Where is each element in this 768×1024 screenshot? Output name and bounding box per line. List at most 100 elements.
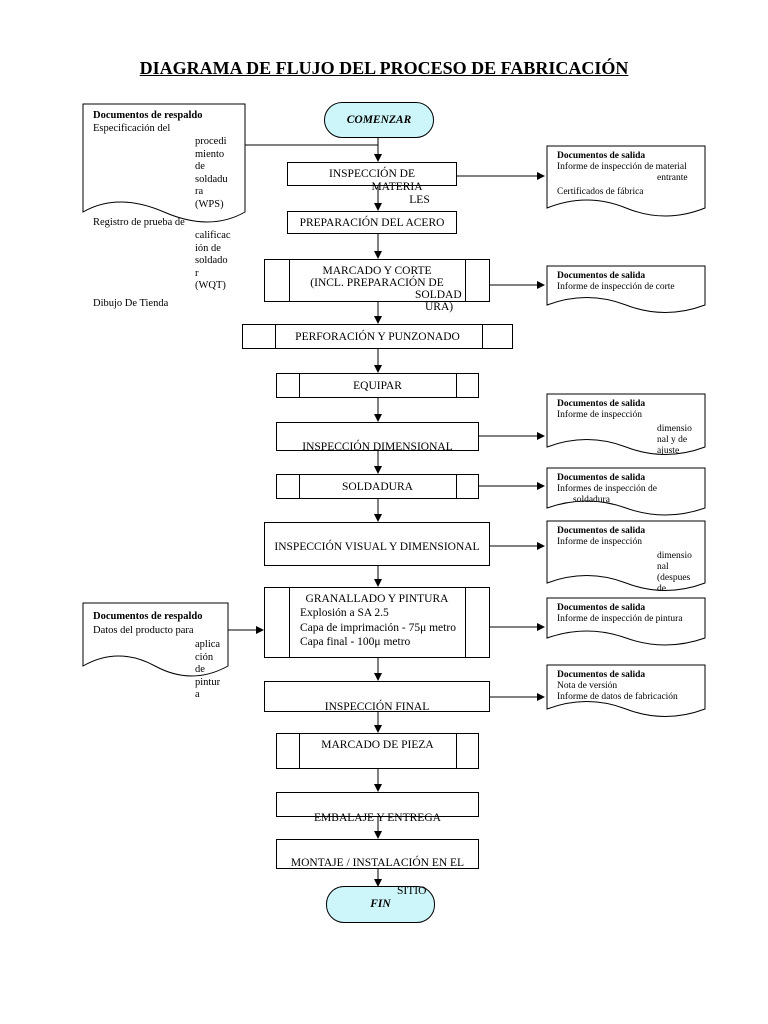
text-line: Informe de inspección: [557, 537, 642, 547]
step-label: (INCL. PREPARACIÓN DE: [310, 277, 444, 289]
step-label: INSPECCIÓN DIMENSIONAL: [302, 441, 453, 453]
start-terminal: COMENZAR: [324, 102, 434, 138]
text-line: Informe de datos de fabricación: [557, 692, 678, 702]
step-perforacion: PERFORACIÓN Y PUNZONADO: [242, 324, 513, 349]
output-doc-heading: Documentos de salida: [557, 526, 646, 536]
end-terminal: FIN: [326, 886, 435, 923]
step-detail: Explosión a SA 2.5: [300, 607, 389, 619]
input-doc-line: Datos del producto para: [93, 625, 194, 636]
text-line: miento: [195, 148, 225, 160]
output-doc-heading: Documentos de salida: [557, 151, 646, 161]
text-line: ción: [195, 651, 214, 663]
output-doc-7-shape: [546, 664, 706, 717]
text-line: Informe de inspección de corte: [557, 282, 675, 292]
text-line: calificac: [195, 230, 231, 241]
step-label: EQUIPAR: [353, 380, 402, 392]
text-line: Certificados de fábrica: [557, 187, 644, 197]
step-montaje: MONTAJE / INSTALACIÓN EN EL SITIO: [276, 839, 479, 897]
output-doc-5: Documentos de salida Informe de inspecci…: [557, 526, 703, 595]
text-line: dimensio: [657, 424, 692, 434]
text-line: ión de: [195, 242, 221, 254]
step-marcado-corte: MARCADO Y CORTE (INCL. PREPARACIÓN DE SO…: [264, 259, 490, 313]
output-doc-2: Documentos de salida Informe de inspecci…: [557, 271, 703, 293]
text-line: de: [195, 161, 205, 172]
text-line: ajuste: [657, 446, 680, 456]
step-label: MONTAJE / INSTALACIÓN EN EL: [290, 857, 465, 869]
input-doc-rest: aplica ción de pintur a: [195, 639, 220, 702]
input-doc-wqt: calificac ión de soldado r (WQT): [195, 230, 231, 293]
output-doc-heading: Documentos de salida: [557, 670, 646, 680]
text-line: Nota de versión: [557, 681, 618, 691]
step-label: SOLDAD: [415, 289, 462, 301]
step-label: PERFORACIÓN Y PUNZONADO: [295, 331, 460, 343]
output-doc-1-shape: [546, 145, 706, 217]
input-doc-bottom: Documentos de respaldo: [93, 611, 202, 624]
step-granallado-pintura: GRANALLADO Y PINTURA Explosión a SA 2.5 …: [264, 587, 490, 658]
text-line: Informes de inspección de: [557, 484, 657, 494]
step-label: URA): [425, 301, 454, 313]
step-label: GRANALLADO Y PINTURA: [305, 593, 449, 605]
input-doc-line: Registro de prueba de: [93, 217, 185, 228]
text-line: ra: [195, 186, 204, 197]
step-label: MARCADO Y CORTE: [322, 265, 432, 277]
step-detail: Capa de imprimación - 75μ metro: [300, 622, 456, 634]
step-detail: Capa final - 100μ metro: [300, 636, 411, 648]
step-inspeccion-final: INSPECCIÓN FINAL: [264, 681, 490, 713]
diagram-title: DIAGRAMA DE FLUJO DEL PROCESO DE FABRICA…: [139, 58, 629, 78]
input-doc-wps: procedi miento de soldadu ra (WPS): [195, 136, 228, 211]
output-doc-7: Documentos de salida Nota de versión Inf…: [557, 670, 703, 703]
input-doc-heading: Documentos de respaldo: [93, 611, 203, 622]
output-doc-3-shape: [546, 393, 706, 455]
text-line: Informe de inspección de material: [557, 162, 687, 172]
text-line: nal: [657, 562, 669, 572]
text-line: aplica: [195, 639, 221, 650]
output-doc-heading: Documentos de salida: [557, 271, 646, 281]
step-label: INSPECCIÓN VISUAL Y DIMENSIONAL: [274, 541, 480, 553]
step-marcado-pieza: MARCADO DE PIEZA: [276, 733, 479, 769]
step-inspeccion-materiales: INSPECCIÓN DE MATERIA LES: [287, 162, 457, 206]
input-doc-line: Dibujo De Tienda: [93, 298, 169, 309]
text-line: Informe de inspección: [557, 410, 642, 420]
text-line: soldadu: [195, 173, 228, 185]
output-doc-5-shape: [546, 520, 706, 591]
text-line: de: [195, 664, 205, 675]
input-doc-line: Especificación del: [93, 123, 171, 134]
output-doc-4-shape: [546, 467, 706, 516]
output-doc-3: Documentos de salida Informe de inspecci…: [557, 399, 703, 457]
step-label: MATERIA: [371, 181, 423, 193]
output-doc-4: Documentos de salida Informes de inspecc…: [557, 473, 703, 506]
connector-lines: [228, 138, 545, 887]
text-line: de: [657, 584, 666, 594]
output-doc-heading: Documentos de salida: [557, 603, 646, 613]
step-inspeccion-visual: INSPECCIÓN VISUAL Y DIMENSIONAL: [264, 522, 490, 566]
text-line: r: [195, 267, 199, 279]
document-shapes: [82, 103, 706, 717]
end-label: FIN: [370, 898, 391, 910]
text-line: entrante: [657, 173, 688, 183]
text-line: a: [195, 689, 200, 700]
step-preparacion-acero: PREPARACIÓN DEL ACERO: [287, 211, 457, 234]
step-label: INSPECCIÓN DE: [329, 168, 415, 180]
step-label: MARCADO DE PIEZA: [321, 739, 434, 751]
input-doc-top: Documentos de respaldo: [93, 110, 202, 123]
step-soldadura: SOLDADURA: [276, 474, 479, 499]
output-doc-1: Documentos de salida Informe de inspecci…: [557, 151, 703, 198]
text-line: pintur: [195, 676, 221, 688]
text-line: (despues: [657, 573, 691, 583]
input-doc-bottom-shape: [82, 602, 229, 677]
output-doc-6-shape: [546, 597, 706, 646]
step-label: EMBALAJE Y ENTREGA: [314, 812, 441, 824]
text-line: soldado: [195, 255, 228, 266]
text-line: procedi: [195, 136, 227, 147]
step-label: PREPARACIÓN DEL ACERO: [299, 217, 445, 229]
step-label: SITIO: [397, 885, 427, 897]
output-doc-heading: Documentos de salida: [557, 473, 646, 483]
step-equipar: EQUIPAR: [276, 373, 479, 398]
input-doc-heading: Documentos de respaldo: [93, 110, 203, 121]
input-doc-top-shape: [82, 103, 246, 223]
text-line: (WQT): [195, 280, 226, 291]
step-embalaje: EMBALAJE Y ENTREGA: [276, 792, 479, 824]
text-line: soldadura: [573, 495, 610, 505]
text-line: (WPS): [195, 198, 224, 210]
